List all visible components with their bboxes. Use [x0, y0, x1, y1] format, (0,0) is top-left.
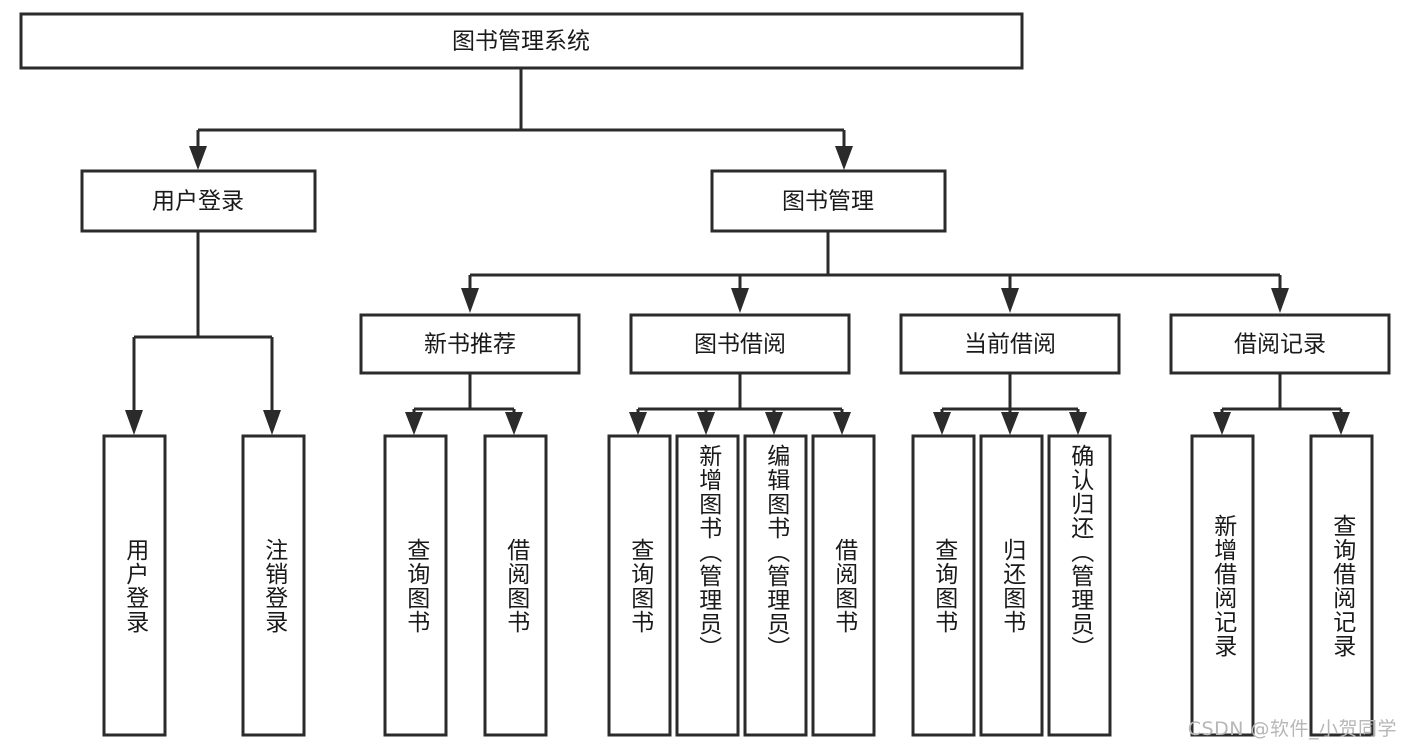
leaf-return-book-box[interactable]	[979, 434, 1044, 737]
node-current-borrow-box	[899, 313, 1121, 375]
leaf-borrow-book-1-box[interactable]	[483, 434, 548, 737]
leaf-query-book-1-box[interactable]	[383, 434, 448, 737]
node-current-borrow[interactable]: 当前借阅	[899, 313, 1121, 375]
leaf-user-login-box[interactable]	[102, 434, 167, 737]
arrow-head-icon	[405, 412, 423, 435]
node-root-box	[19, 12, 1024, 70]
leaf-borrow-book-2-box[interactable]	[811, 434, 876, 737]
node-user-login[interactable]: 用户登录	[80, 169, 317, 233]
node-user-login-label: 用户登录	[152, 189, 244, 215]
arrow-head-icon	[629, 412, 647, 435]
node-book-manage[interactable]: 图书管理	[710, 169, 947, 233]
arrow-head-icon	[1271, 288, 1289, 313]
arrow-head-icon	[1001, 288, 1019, 313]
arrow-head-icon	[461, 288, 479, 313]
edge-user-login-to-leaves	[125, 231, 281, 435]
edge-book-borrow-to-leaves	[629, 373, 851, 435]
arrow-head-icon	[835, 146, 853, 170]
node-root-label: 图书管理系统	[452, 29, 590, 55]
edge-borrow-record-to-leaves	[1213, 373, 1350, 435]
node-root[interactable]: 图书管理系统	[19, 12, 1024, 70]
watermark-text: CSDN @软件_小贺同学	[1187, 718, 1397, 740]
leaf-user-logout-box[interactable]	[241, 434, 306, 737]
arrow-head-icon	[125, 410, 143, 435]
arrow-head-icon	[697, 412, 715, 435]
node-new-book-recommend-label: 新书推荐	[424, 332, 516, 358]
node-book-borrow[interactable]: 图书借阅	[629, 313, 851, 375]
node-borrow-record[interactable]: 借阅记录	[1169, 313, 1391, 375]
leaf-edit-book-box[interactable]	[743, 434, 808, 737]
leaf-query-book-3-box[interactable]	[911, 434, 976, 737]
arrow-head-icon	[833, 412, 851, 435]
arrow-head-icon	[1069, 412, 1087, 435]
leaf-add-record-box[interactable]	[1190, 434, 1255, 737]
arrow-head-icon	[1001, 412, 1019, 435]
node-borrow-record-label: 借阅记录	[1234, 332, 1326, 358]
leaf-confirm-return-box[interactable]	[1047, 434, 1112, 737]
node-book-borrow-label: 图书借阅	[694, 332, 786, 358]
arrow-head-icon	[1332, 412, 1350, 435]
node-user-login-box	[80, 169, 317, 233]
leaf-add-book-box[interactable]	[675, 434, 740, 737]
edge-new-book-recommend-to-leaves	[405, 373, 523, 435]
arrow-head-icon	[933, 412, 951, 435]
arrow-head-icon	[505, 412, 523, 435]
arrow-head-icon	[731, 288, 749, 313]
edge-book-manage-to-level3	[461, 231, 1289, 313]
arrow-head-icon	[263, 410, 281, 435]
edge-root-to-level2	[189, 68, 853, 170]
node-new-book-recommend[interactable]: 新书推荐	[359, 313, 581, 375]
arrow-head-icon	[189, 146, 207, 170]
leaf-query-book-2-box[interactable]	[607, 434, 672, 737]
node-new-book-recommend-box	[359, 313, 581, 375]
leaf-query-record-box[interactable]	[1309, 434, 1374, 737]
node-book-manage-label: 图书管理	[782, 189, 874, 215]
arrow-head-icon	[765, 412, 783, 435]
arrow-head-icon	[1213, 412, 1231, 435]
node-current-borrow-label: 当前借阅	[964, 332, 1056, 358]
leaf-boxes	[102, 434, 1374, 737]
edge-current-borrow-to-leaves	[933, 373, 1087, 435]
